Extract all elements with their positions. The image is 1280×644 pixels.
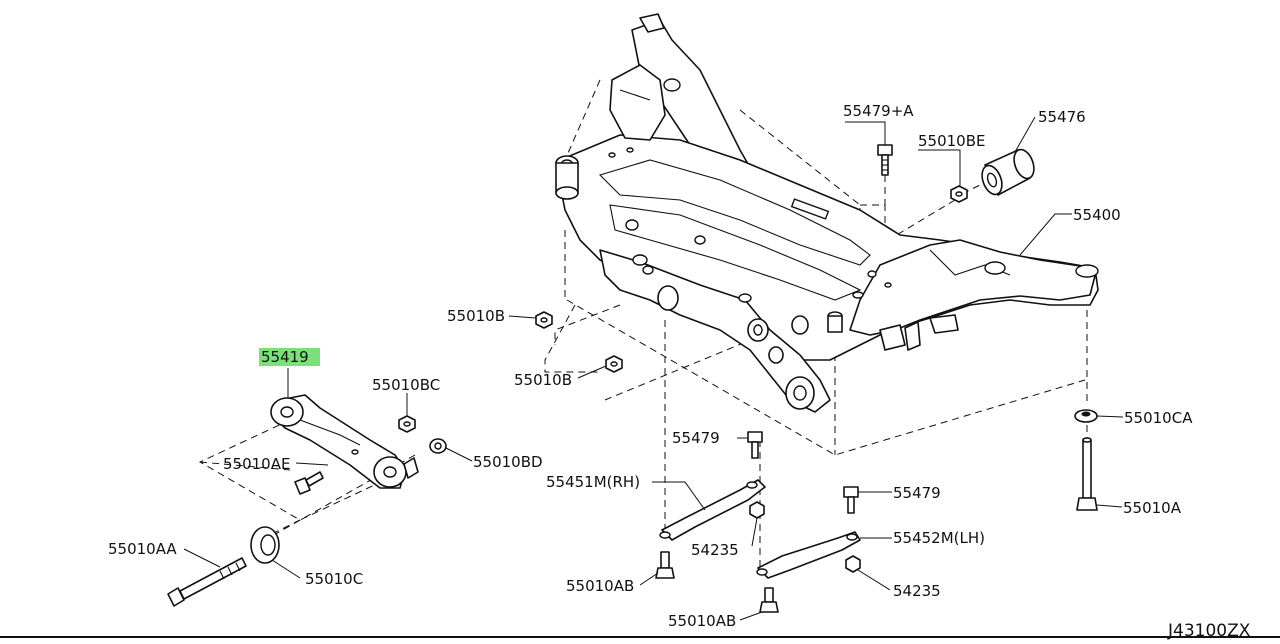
callout-55010b-lower[interactable]: 55010B bbox=[514, 371, 572, 389]
bolt-55479-a bbox=[877, 144, 893, 176]
nut-55010bc bbox=[398, 415, 416, 433]
bolt-55010ae bbox=[294, 471, 324, 495]
bolt-55010ab-lower bbox=[759, 587, 779, 613]
bolt-55479-upper bbox=[747, 431, 763, 459]
callout-55476[interactable]: 55476 bbox=[1038, 108, 1086, 126]
leader-lines bbox=[183, 116, 1124, 621]
bracket-55452m-lh bbox=[756, 531, 861, 579]
callout-55010bc[interactable]: 55010BC bbox=[372, 376, 440, 394]
nut-55010b-upper bbox=[535, 311, 553, 329]
callout-55419[interactable]: 55419 bbox=[261, 348, 309, 366]
callout-54235-upper[interactable]: 54235 bbox=[691, 541, 739, 559]
callout-55010aa[interactable]: 55010AA bbox=[108, 540, 177, 558]
rear-crossmember bbox=[555, 13, 1099, 413]
callout-55010ab-upper[interactable]: 55010AB bbox=[566, 577, 634, 595]
callout-55010c[interactable]: 55010C bbox=[305, 570, 363, 588]
callout-55010ca[interactable]: 55010CA bbox=[1124, 409, 1193, 427]
nut-55010be bbox=[950, 185, 968, 203]
washer-55010c bbox=[250, 526, 280, 564]
callout-55479a[interactable]: 55479+A bbox=[843, 102, 914, 120]
bolt-55479-lower bbox=[843, 486, 859, 514]
callout-55479-upper[interactable]: 55479 bbox=[672, 429, 720, 447]
bolt-55010ab-upper bbox=[655, 551, 675, 579]
nut-55010b-lower bbox=[605, 355, 623, 373]
callout-55452m-lh[interactable]: 55452M(LH) bbox=[893, 529, 985, 547]
washer-55010ca bbox=[1074, 409, 1098, 423]
nut-54235-lower bbox=[845, 555, 861, 573]
callout-54235-lower[interactable]: 54235 bbox=[893, 582, 941, 600]
callout-labels: 55479+A 55010BE 55476 55400 55010B 55010… bbox=[108, 102, 1251, 641]
bolt-55010a bbox=[1076, 437, 1098, 511]
callout-55010ae[interactable]: 55010AE bbox=[223, 455, 290, 473]
callout-55010bd[interactable]: 55010BD bbox=[473, 453, 543, 471]
callout-55479-lower[interactable]: 55479 bbox=[893, 484, 941, 502]
long-bolt-55010aa bbox=[167, 557, 247, 607]
control-arm-55419 bbox=[270, 394, 419, 489]
bracket-55451m-rh bbox=[659, 479, 766, 541]
bushing-55476 bbox=[981, 148, 1035, 196]
callout-55010ab-lower[interactable]: 55010AB bbox=[668, 612, 736, 630]
highlighted-part-marker bbox=[259, 348, 320, 366]
nut-54235-upper bbox=[749, 501, 765, 519]
callout-55400[interactable]: 55400 bbox=[1073, 206, 1121, 224]
nut-55010bd bbox=[429, 438, 447, 454]
callout-55010a[interactable]: 55010A bbox=[1123, 499, 1182, 517]
callout-55010b-upper[interactable]: 55010B bbox=[447, 307, 505, 325]
callout-55010be[interactable]: 55010BE bbox=[918, 132, 986, 150]
callout-55451m-rh[interactable]: 55451M(RH) bbox=[546, 473, 640, 491]
